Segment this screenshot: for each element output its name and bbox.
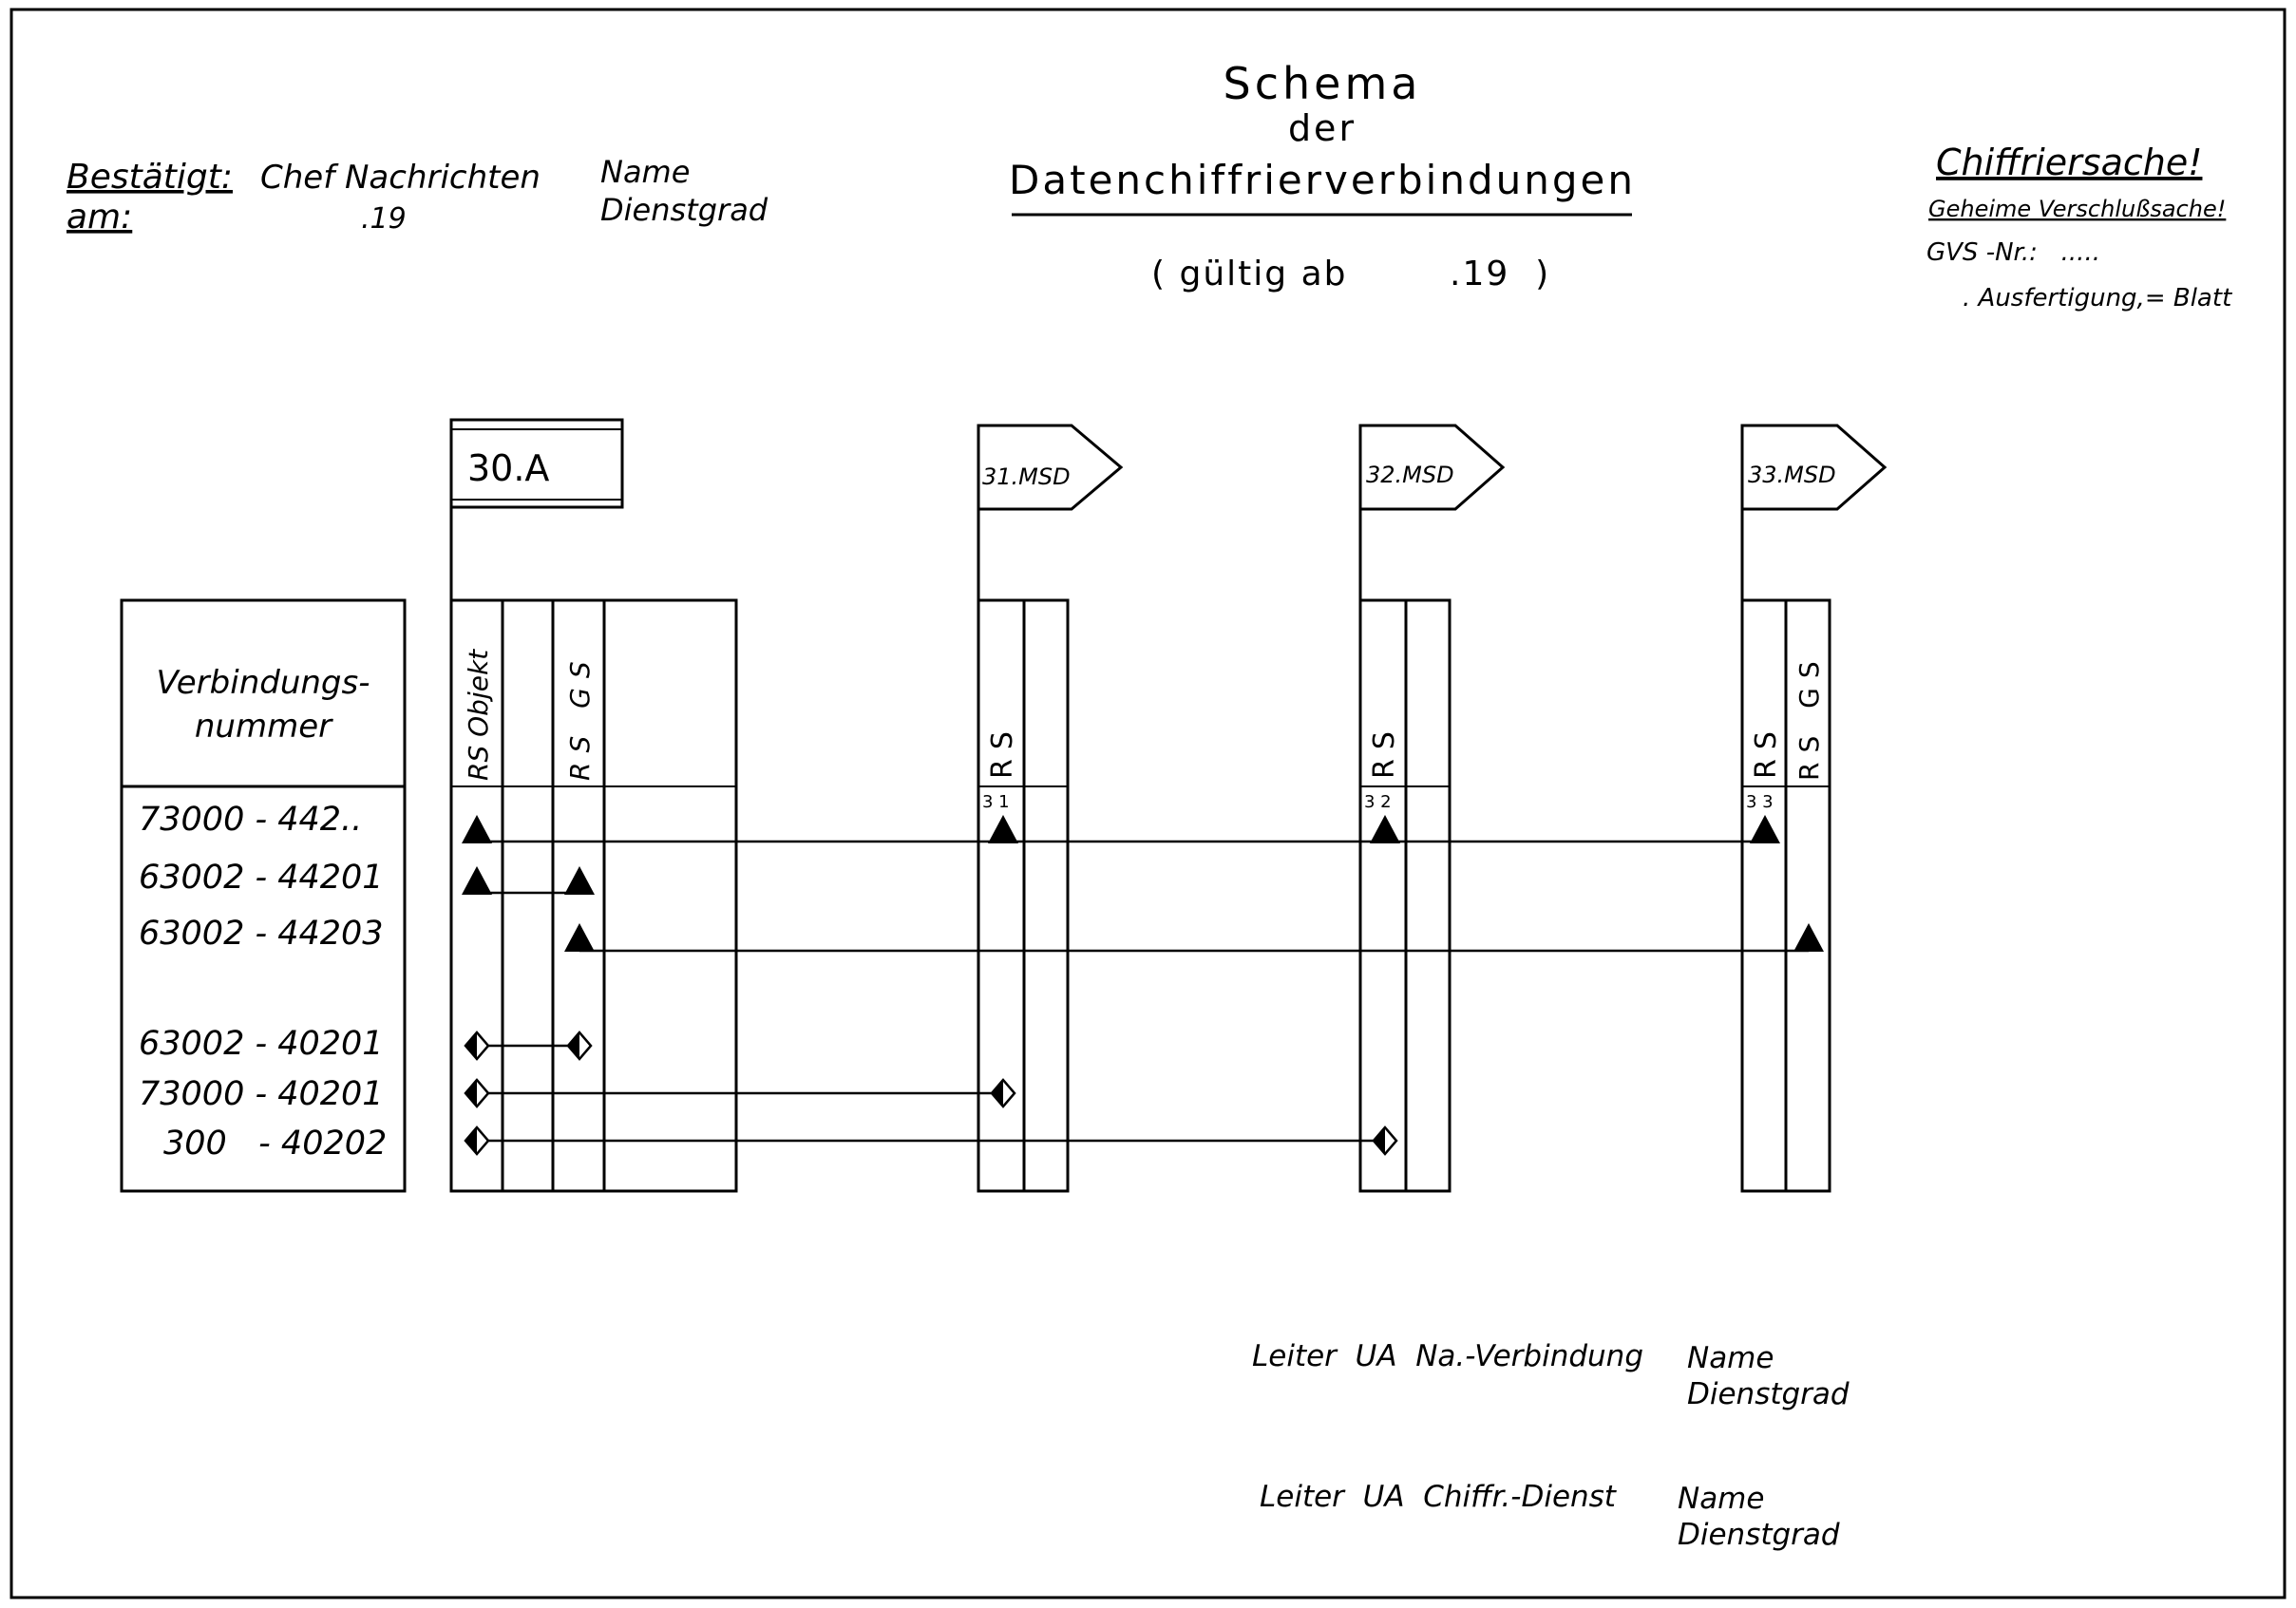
station-33msd-flag [1740, 424, 1888, 511]
connection-number-1: 73000 - 442.. [139, 801, 362, 839]
signature-name-2: Name [1678, 1482, 1764, 1516]
station-30a-col-rs-gs: RS GS [564, 652, 596, 781]
validity-text: ( gültig ab .19 ) [1151, 255, 1550, 293]
on-label: am: [66, 198, 132, 236]
page-frame [9, 8, 2287, 1599]
triangle-marker [462, 866, 492, 895]
triangle-marker [564, 866, 595, 895]
connection-lines [477, 840, 1809, 1143]
station-32msd: 32.MSD RS 3 2 [1358, 424, 1506, 1193]
triangle-marker [462, 815, 492, 843]
station-32msd-flag [1358, 424, 1506, 511]
station-33msd-col-rs-gs: RS GS [1793, 652, 1825, 781]
header-name-label: Name [600, 154, 690, 190]
title-line-2: der [1288, 107, 1357, 149]
diamond-marker [1372, 1126, 1398, 1156]
station-30a-col-rs-objekt: RS Objekt [463, 649, 494, 781]
station-33msd-col-rs: RS [1750, 722, 1783, 779]
signature-block-2: Leiter UA Chiffr.-Dienst Name Dienstgrad [1260, 1480, 1840, 1552]
station-33msd-slot-label: 3 3 [1746, 792, 1774, 812]
station-31msd-label: 31.MSD [982, 463, 1071, 490]
diamond-marker [464, 1126, 490, 1156]
connection-number-4: 63002 - 40201 [139, 1025, 384, 1063]
number-header-line-1: Verbindungs- [157, 664, 370, 702]
station-32msd-col-rs: RS [1368, 722, 1401, 779]
triangle-marker [1793, 923, 1824, 952]
number-table-frame [120, 598, 407, 1193]
connection-number-5: 73000 - 40201 [139, 1075, 384, 1113]
signature-role-1: Leiter UA Na.-Verbindung [1252, 1339, 1643, 1373]
station-30a-label-box-inner [450, 428, 623, 501]
triangle-marker [1750, 815, 1780, 843]
station-31msd-col-rs: RS [986, 722, 1019, 779]
diamond-marker [566, 1031, 593, 1061]
diamond-marker [990, 1078, 1016, 1108]
triangle-marker [1370, 815, 1400, 843]
triangle-markers [462, 815, 1824, 952]
title-line-3: Datenchiffrierverbindungen [1009, 157, 1636, 203]
copy-label: . Ausfertigung,= Blatt [1963, 284, 2232, 312]
station-30a-label: 30.A [467, 447, 549, 489]
diamond-marker [464, 1031, 490, 1061]
number-header-line-2: nummer [195, 708, 333, 746]
station-33msd: 33.MSD RS RS GS 3 3 [1740, 424, 1888, 1193]
signature-rank-1: Dienstgrad [1687, 1377, 1850, 1411]
station-31msd-flag [977, 424, 1124, 511]
diamond-marker [464, 1078, 490, 1108]
connection-number-3: 63002 - 44203 [139, 915, 384, 953]
chief-label: Chef Nachrichten [260, 159, 541, 197]
station-31msd: 31.MSD RS 3 1 [977, 424, 1124, 1193]
station-30a-columns-frame [449, 598, 738, 1193]
station-32msd-slot-label: 3 2 [1364, 792, 1392, 812]
station-31msd-slot-label: 3 1 [982, 792, 1010, 812]
signature-name-1: Name [1687, 1341, 1774, 1375]
station-32msd-label: 32.MSD [1366, 462, 1454, 488]
classification-line-2: Geheime Verschlußsache! [1928, 196, 2226, 222]
header-rank-label: Dienstgrad [600, 192, 768, 228]
connection-number-list: 73000 - 442.. 63002 - 44201 63002 - 4420… [139, 801, 387, 1163]
confirmed-label: Bestätigt: [66, 158, 233, 197]
signature-block-1: Leiter UA Na.-Verbindung Name Dienstgrad [1252, 1339, 1850, 1411]
station-30a: 30.A RS Objekt RS GS [449, 418, 738, 1193]
diamond-markers [464, 1031, 1398, 1156]
title-line-1: Schema [1224, 58, 1422, 109]
connection-number-2: 63002 - 44201 [139, 859, 384, 897]
gvs-number: GVS -Nr.: ..... [1926, 238, 2100, 267]
chief-date: .19 [361, 202, 407, 236]
signature-rank-2: Dienstgrad [1678, 1518, 1840, 1552]
connection-number-6: 300 - 40202 [163, 1125, 387, 1163]
classification-line-1: Chiffriersache! [1936, 142, 2202, 183]
station-33msd-label: 33.MSD [1748, 462, 1836, 488]
triangle-marker [988, 815, 1018, 843]
triangle-marker [564, 923, 595, 952]
signature-role-2: Leiter UA Chiffr.-Dienst [1260, 1480, 1618, 1514]
